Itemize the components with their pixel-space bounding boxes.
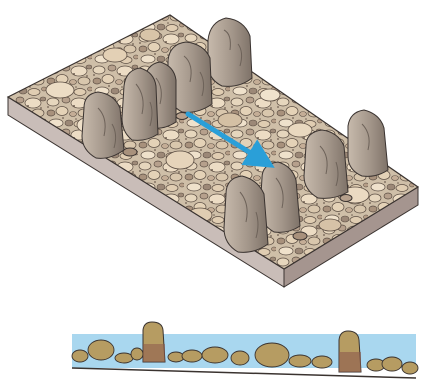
- pebble: [123, 148, 137, 156]
- boulder: [348, 110, 388, 176]
- pebble: [293, 232, 307, 240]
- boulder: [122, 68, 158, 140]
- boulder: [208, 18, 252, 86]
- pebble: [340, 195, 352, 202]
- side-profile: [72, 322, 418, 378]
- profile-bed-line: [72, 368, 416, 378]
- profile-downstream-boulder: [339, 331, 361, 372]
- profile-upstream-boulder: [143, 322, 165, 362]
